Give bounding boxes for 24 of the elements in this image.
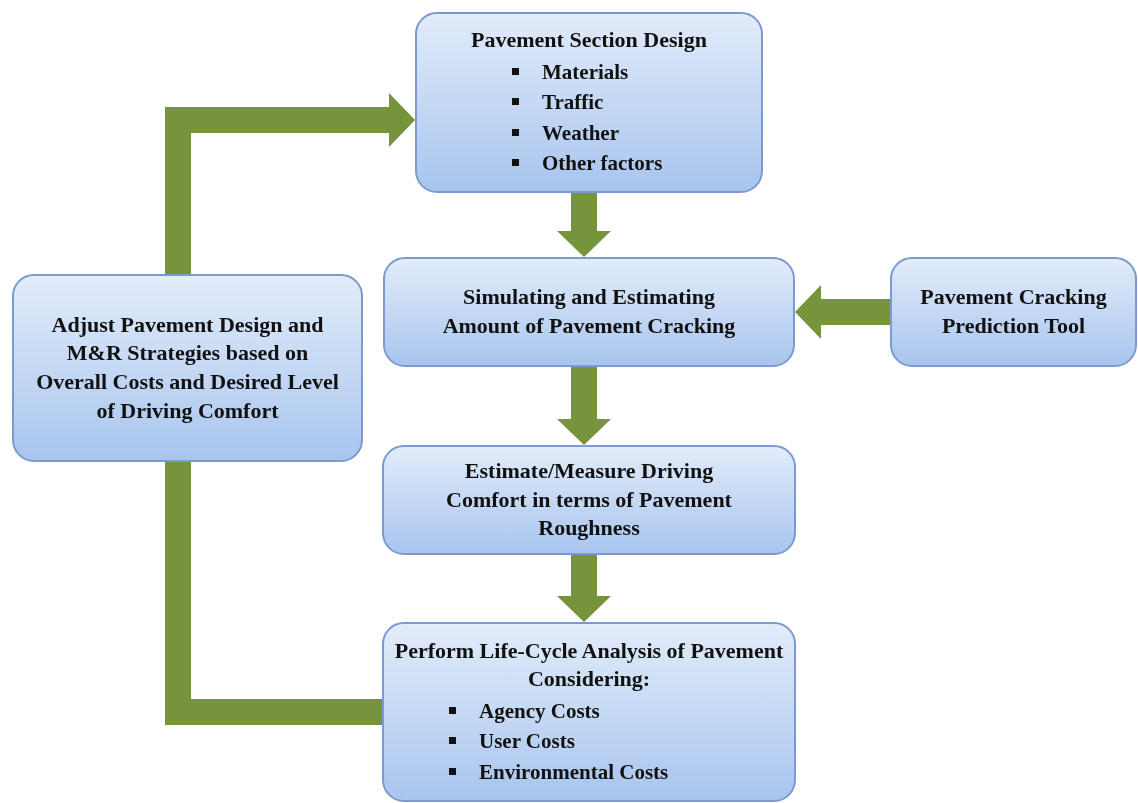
process-box <box>415 12 763 193</box>
arrow <box>165 93 415 274</box>
box-title: Simulating and Estimating Amount of Pavement Cracking <box>441 283 737 340</box>
bullet-item: User Costs <box>449 726 669 757</box>
box-title: Pavement Cracking Prediction Tool <box>919 283 1108 340</box>
arrow <box>557 367 611 445</box>
box-title: Adjust Pavement Design and M&R Strategies based on Overall Costs and Desired Level of Driving Comfort <box>35 310 340 425</box>
box-title: Pavement Section Design <box>471 26 707 55</box>
bullet-item: Agency Costs <box>449 695 669 727</box>
bullet-item: Materials <box>512 56 663 88</box>
process-box <box>12 274 363 462</box>
box-title: Perform Life-Cycle Analysis of Pavement Considering: <box>394 636 784 694</box>
process-box <box>382 622 796 802</box>
box-title: Estimate/Measure Driving Comfort in terms of Pavement Roughness <box>445 457 733 543</box>
process-box <box>383 257 795 367</box>
arrow <box>557 193 611 257</box>
bullet-item: Weather <box>512 117 663 149</box>
bullet-item: Other factors <box>512 148 663 179</box>
process-box <box>382 445 796 555</box>
bullet-item: Traffic <box>512 87 663 118</box>
arrow <box>557 555 611 622</box>
bullet-item: Environmental Costs <box>449 756 669 788</box>
arrow <box>795 285 890 339</box>
process-box <box>890 257 1137 367</box>
